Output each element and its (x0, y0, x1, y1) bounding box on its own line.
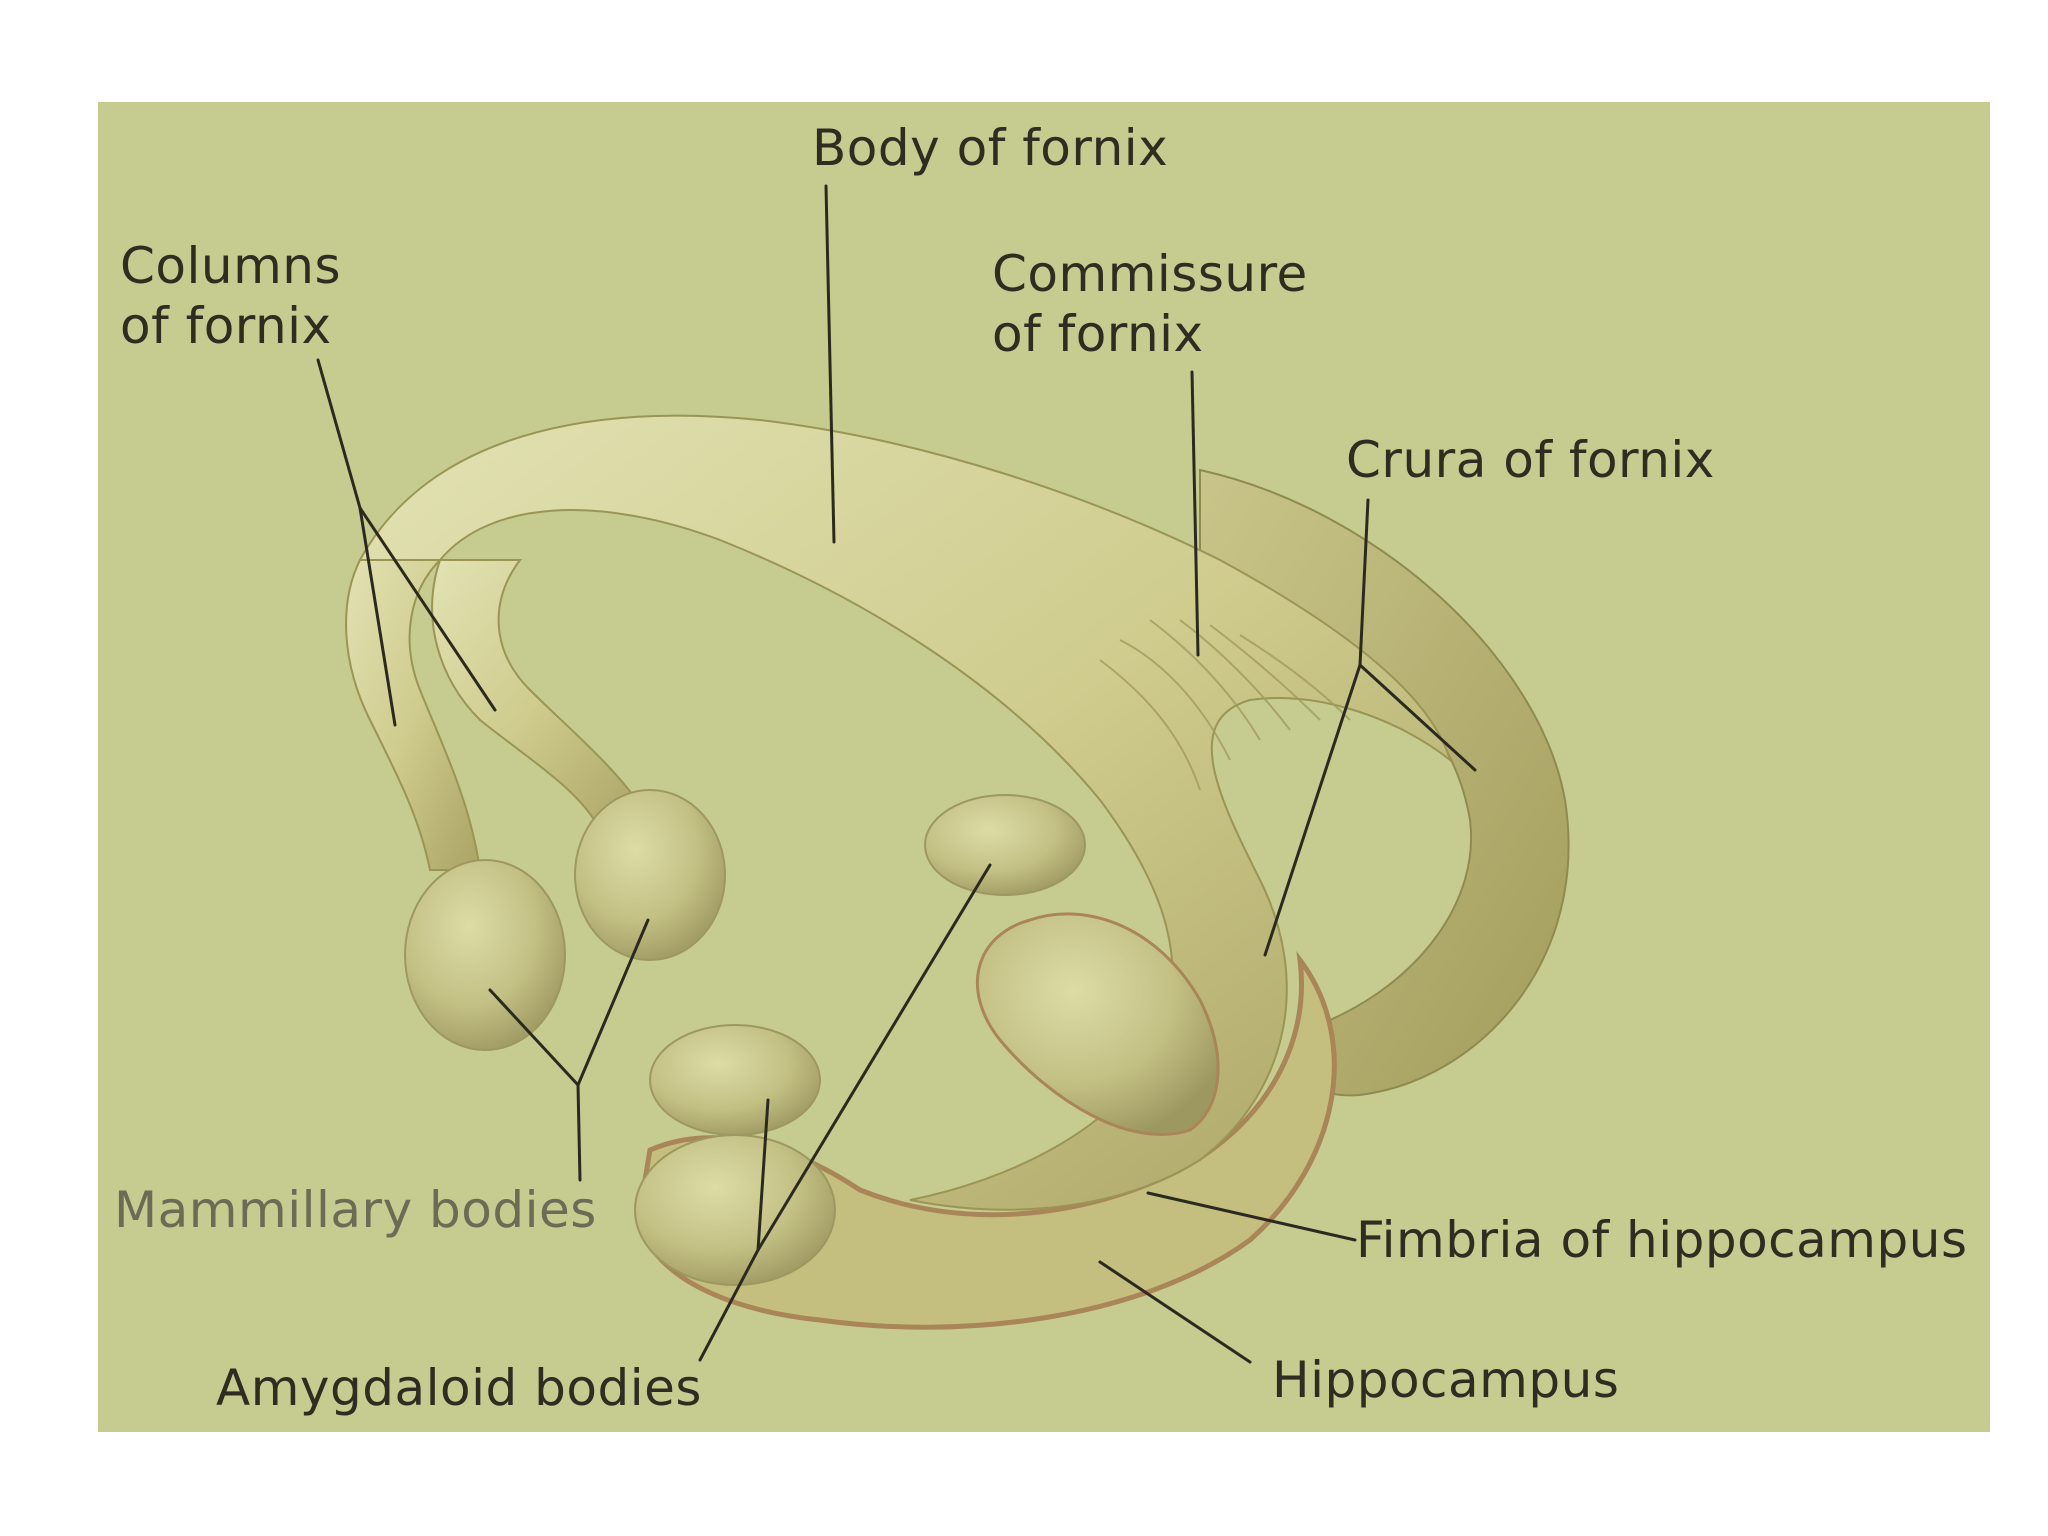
label-crura-of-fornix: Crura of fornix (1346, 431, 1715, 489)
leader-mammillary-left (488, 988, 580, 1087)
hippocampal-pes-shape (976, 912, 1220, 1136)
label-commissure-of-fornix-line2: of fornix (992, 305, 1204, 363)
hippocampal-head (634, 1134, 836, 1286)
mammillary-body-right (574, 789, 726, 961)
label-mammillary-bodies: Mammillary bodies (114, 1181, 597, 1239)
label-fimbria-of-hippocampus: Fimbria of hippocampus (1356, 1211, 1968, 1269)
label-commissure-of-fornix-line1: Commissure (992, 245, 1308, 303)
leader-fimbria (1146, 1191, 1357, 1242)
leader-columns-left (358, 506, 397, 727)
leader-amygdaloid-stem (698, 1248, 760, 1362)
leader-amygdaloid-upper (756, 863, 992, 1252)
leader-crura-right (1358, 663, 1477, 772)
leader-amygdaloid-lower (756, 1098, 770, 1252)
leader-crura-stem (1358, 498, 1370, 667)
amygdaloid-body-upper (924, 794, 1086, 896)
leader-columns-stem (316, 358, 362, 510)
leader-mammillary-right (576, 918, 650, 1087)
leader-lines (316, 184, 1477, 1364)
label-body-of-fornix: Body of fornix (812, 119, 1169, 177)
commissure-striations (1099, 619, 1351, 791)
label-hippocampus: Hippocampus (1272, 1351, 1620, 1409)
mammillary-body-left (404, 859, 566, 1051)
leader-hippocampus (1098, 1260, 1252, 1364)
leader-mammillary-stem (576, 1083, 582, 1182)
amygdaloid-body-lower (649, 1024, 821, 1136)
leader-columns-right (358, 506, 497, 712)
label-columns-of-fornix-line2: of fornix (120, 297, 332, 355)
label-columns-of-fornix-line1: Columns (120, 237, 342, 295)
leader-crura-left (1263, 663, 1362, 957)
leader-commissure (1190, 370, 1200, 657)
right-column-shape (431, 559, 652, 832)
label-amygdaloid-bodies: Amygdaloid bodies (216, 1359, 702, 1417)
leader-body-of-fornix (824, 184, 836, 544)
